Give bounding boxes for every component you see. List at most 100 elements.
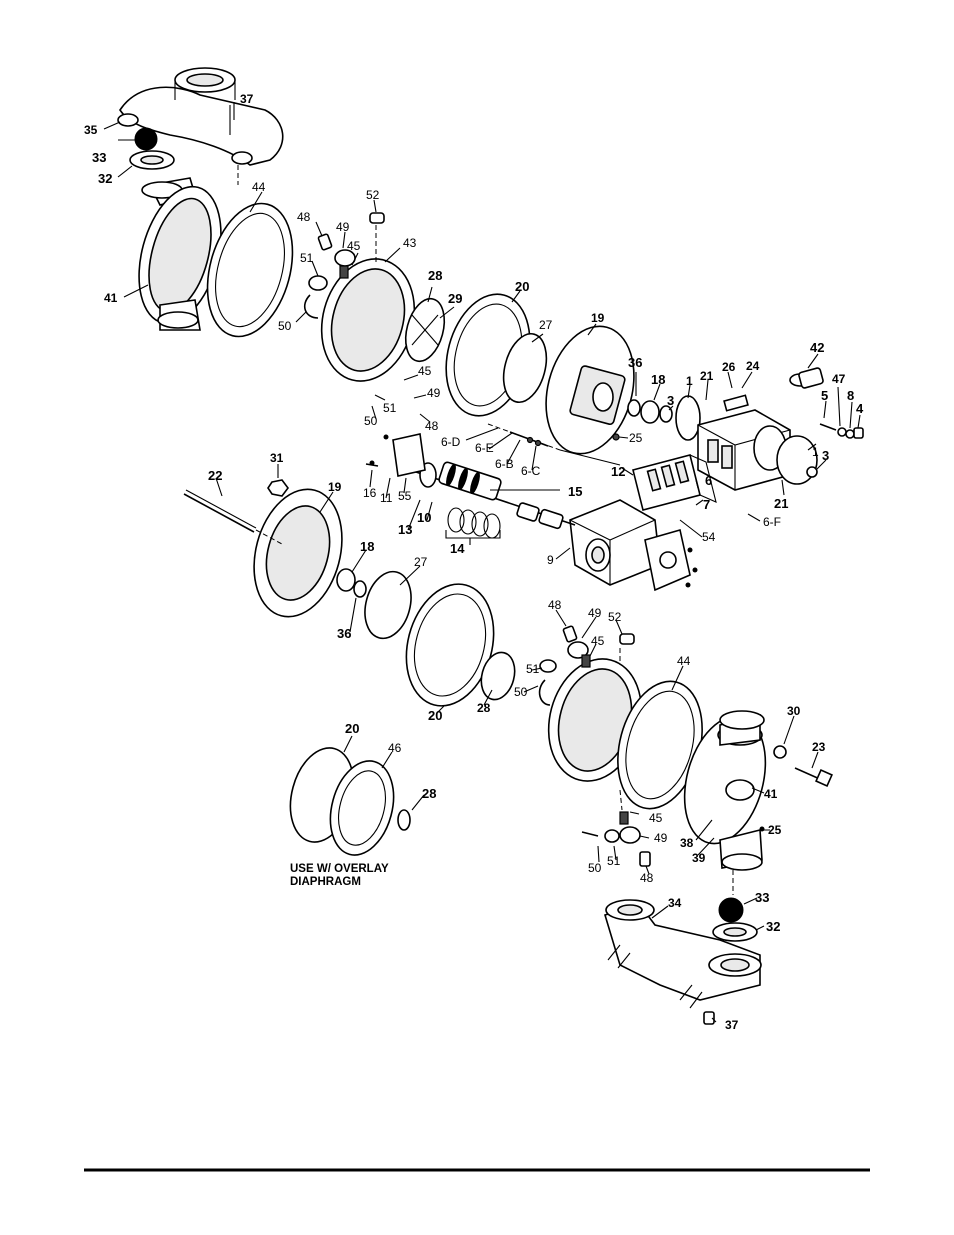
callout-ov-46: 46 bbox=[388, 741, 402, 755]
callout-low-30: 30 bbox=[787, 704, 801, 718]
left-pilot-parts bbox=[366, 434, 425, 476]
bottom-check-ball bbox=[719, 898, 743, 922]
callout-mid-51: 51 bbox=[383, 401, 397, 415]
callout-low-36: 36 bbox=[337, 626, 351, 641]
callout-mid-11: 11 bbox=[380, 491, 393, 505]
overlay-diaphragm-detail bbox=[281, 741, 410, 862]
callout-top-19: 19 bbox=[591, 311, 605, 325]
callout-mid-26: 26 bbox=[722, 360, 736, 374]
callout-mid-42: 42 bbox=[810, 340, 824, 355]
callout-top-27: 27 bbox=[539, 318, 553, 332]
callout-top-44: 44 bbox=[252, 180, 266, 194]
callout-top-32: 32 bbox=[98, 171, 112, 186]
left-inner-chamber bbox=[241, 479, 356, 626]
top-check-seat bbox=[130, 151, 174, 169]
callout-mid-5: 5 bbox=[821, 388, 828, 403]
callout-mid-54: 54 bbox=[702, 530, 716, 544]
callout-mid-13: 13 bbox=[398, 522, 412, 537]
callout-mid-6D: 6-D bbox=[441, 435, 461, 449]
callout-mid-1b: 1 bbox=[812, 445, 819, 459]
callout-mid-6C: 6-C bbox=[521, 464, 541, 478]
o-ring-set bbox=[446, 508, 500, 538]
stud-nut bbox=[268, 480, 288, 496]
callout-top-48: 48 bbox=[297, 210, 311, 224]
callout-top-29: 29 bbox=[448, 291, 462, 306]
left-shaft-washers bbox=[337, 569, 366, 597]
callout-low-39: 39 bbox=[692, 851, 706, 865]
callout-low-48b: 48 bbox=[640, 871, 654, 885]
callout-mid-3b: 3 bbox=[822, 448, 829, 463]
callout-mid-15: 15 bbox=[568, 484, 582, 499]
callout-mid-31: 31 bbox=[270, 451, 284, 465]
callout-mid-16: 16 bbox=[363, 486, 377, 500]
callout-mid-4: 4 bbox=[856, 401, 864, 416]
callout-mid-18: 18 bbox=[651, 372, 665, 387]
callout-mid-6F: 6-F bbox=[763, 515, 781, 529]
callout-low-50b: 50 bbox=[588, 861, 602, 875]
callout-mid-6B: 6-B bbox=[495, 457, 514, 471]
callout-mid-45: 45 bbox=[418, 364, 432, 378]
muffler bbox=[790, 367, 824, 388]
callout-mid-21a: 21 bbox=[700, 369, 714, 383]
callout-top-37: 37 bbox=[240, 92, 254, 106]
callout-mid-8: 8 bbox=[847, 388, 854, 403]
callout-top-20: 20 bbox=[515, 279, 529, 294]
callout-low-52: 52 bbox=[608, 610, 622, 624]
callout-mid-6: 6 bbox=[705, 473, 712, 488]
callout-bot-32: 32 bbox=[766, 919, 780, 934]
callout-top-52: 52 bbox=[366, 188, 380, 202]
callout-mid-6E: 6-E bbox=[475, 441, 494, 455]
callout-low-27: 27 bbox=[414, 555, 428, 569]
left-overlay-diaphragm bbox=[358, 566, 418, 643]
callout-low-28: 28 bbox=[477, 701, 491, 715]
callout-mid-12: 12 bbox=[611, 464, 625, 479]
callout-bot-37: 37 bbox=[725, 1018, 739, 1032]
callout-top-51: 51 bbox=[300, 251, 314, 265]
callout-low-38: 38 bbox=[680, 836, 694, 850]
callout-low-50: 50 bbox=[514, 685, 528, 699]
callout-low-51b: 51 bbox=[607, 854, 621, 868]
callout-ov-20: 20 bbox=[345, 721, 359, 736]
callout-ov-28: 28 bbox=[422, 786, 436, 801]
callout-mid-10: 10 bbox=[417, 510, 431, 525]
callout-mid-25: 25 bbox=[629, 431, 643, 445]
main-shaft-assembly bbox=[410, 461, 575, 529]
callout-top-50: 50 bbox=[278, 319, 292, 333]
callout-top-28: 28 bbox=[428, 268, 442, 283]
callout-low-45: 45 bbox=[591, 634, 605, 648]
callout-mid-21b: 21 bbox=[774, 496, 788, 511]
callout-bot-34: 34 bbox=[668, 896, 682, 910]
top-check-ball bbox=[135, 128, 157, 150]
callout-low-25: 25 bbox=[768, 823, 782, 837]
callout-low-20: 20 bbox=[428, 708, 442, 723]
callout-low-51: 51 bbox=[526, 662, 540, 676]
callout-low-48: 48 bbox=[548, 598, 562, 612]
callout-top-43: 43 bbox=[403, 236, 417, 250]
callout-mid-36: 36 bbox=[628, 355, 642, 370]
callout-top-49: 49 bbox=[336, 220, 350, 234]
overlay-note-line1: USE W/ OVERLAY bbox=[290, 863, 389, 875]
callout-low-49b: 49 bbox=[654, 831, 668, 845]
callout-low-49: 49 bbox=[588, 606, 602, 620]
callout-top-33: 33 bbox=[92, 150, 106, 165]
callout-mid-14: 14 bbox=[450, 541, 465, 556]
bottom-check-seat bbox=[713, 923, 757, 941]
callout-top-45: 45 bbox=[347, 239, 361, 253]
callout-low-41: 41 bbox=[764, 787, 778, 801]
callout-mid-3a: 3 bbox=[667, 393, 674, 408]
callout-low-18: 18 bbox=[360, 539, 374, 554]
callout-mid-48: 48 bbox=[425, 419, 439, 433]
callout-top-41: 41 bbox=[104, 291, 118, 305]
callout-mid-1a: 1 bbox=[686, 374, 693, 388]
callout-mid-55: 55 bbox=[398, 489, 412, 503]
callout-mid-22: 22 bbox=[208, 468, 222, 483]
callout-bot-33: 33 bbox=[755, 890, 769, 905]
callout-mid-47: 47 bbox=[832, 372, 846, 386]
callout-low-23: 23 bbox=[812, 740, 826, 754]
callout-mid-9: 9 bbox=[547, 553, 554, 567]
callout-mid-7: 7 bbox=[703, 497, 710, 512]
callout-low-44: 44 bbox=[677, 654, 691, 668]
overlay-note-line2: DIAPHRAGM bbox=[290, 876, 361, 888]
callout-mid-24: 24 bbox=[746, 359, 760, 373]
